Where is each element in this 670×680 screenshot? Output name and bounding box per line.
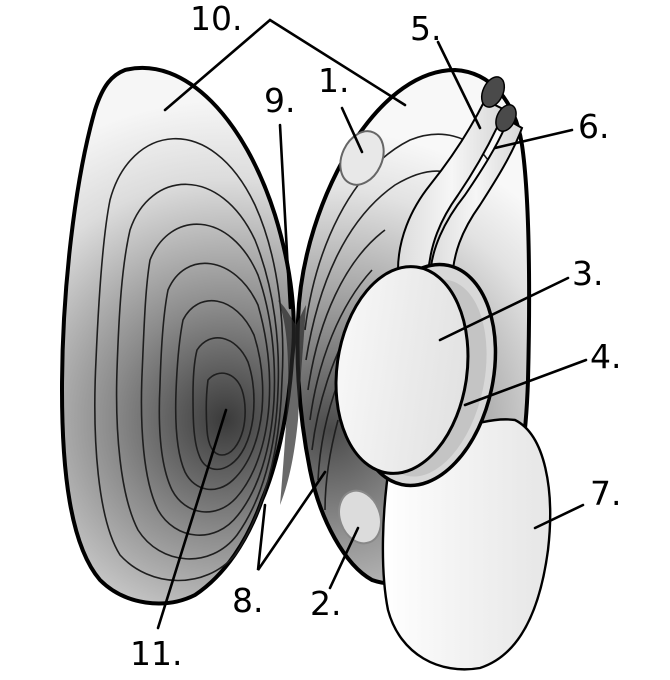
leader-8 — [256, 470, 327, 571]
left-valve-shell — [59, 66, 296, 606]
label-9: 9. — [264, 81, 296, 120]
leader-1 — [340, 106, 364, 154]
growth-ring — [304, 133, 489, 331]
label-1: 1. — [318, 61, 350, 100]
left-valve — [59, 66, 296, 606]
leader-5 — [436, 40, 482, 130]
exhalant-siphon-tip — [480, 76, 506, 108]
growth-ring — [305, 170, 456, 361]
posterior-adductor-muscle — [338, 489, 382, 545]
growth-ring — [307, 229, 386, 391]
leader-4 — [463, 358, 588, 407]
label-4: 4. — [590, 337, 622, 376]
leader-6 — [493, 128, 574, 150]
label-7: 7. — [590, 474, 622, 513]
label-2: 2. — [310, 584, 342, 623]
leader-10 — [163, 18, 407, 112]
growth-ring — [309, 269, 373, 421]
label-3: 3. — [572, 254, 604, 293]
leader-2 — [328, 526, 360, 590]
growth-ring — [158, 262, 271, 513]
hinge-shadow — [278, 300, 306, 505]
growth-ring — [205, 372, 246, 456]
leader-3 — [438, 276, 570, 342]
growth-ring — [94, 137, 284, 582]
leader-9 — [278, 123, 292, 310]
leader-lines — [156, 18, 588, 630]
inhalant-siphon-tip — [495, 104, 517, 132]
anterior-adductor-muscle — [339, 130, 385, 186]
growth-ring — [115, 183, 280, 560]
growth-ring — [324, 419, 339, 511]
label-6: 6. — [578, 107, 610, 146]
label-11: 11. — [130, 634, 182, 673]
visceral-mass — [334, 265, 470, 475]
label-10: 10. — [190, 0, 242, 38]
label-5: 5. — [410, 9, 442, 48]
leader-11 — [156, 408, 228, 630]
leader-7 — [533, 503, 585, 530]
growth-ring — [140, 223, 276, 536]
growth-ring — [192, 337, 255, 471]
siphon-inner — [428, 118, 524, 287]
number-labels: 10. 9. 1. 5. 6. 3. 4. 7. 2. 8. 11. — [130, 0, 622, 673]
growth-ring — [174, 299, 264, 491]
label-8: 8. — [232, 581, 264, 620]
